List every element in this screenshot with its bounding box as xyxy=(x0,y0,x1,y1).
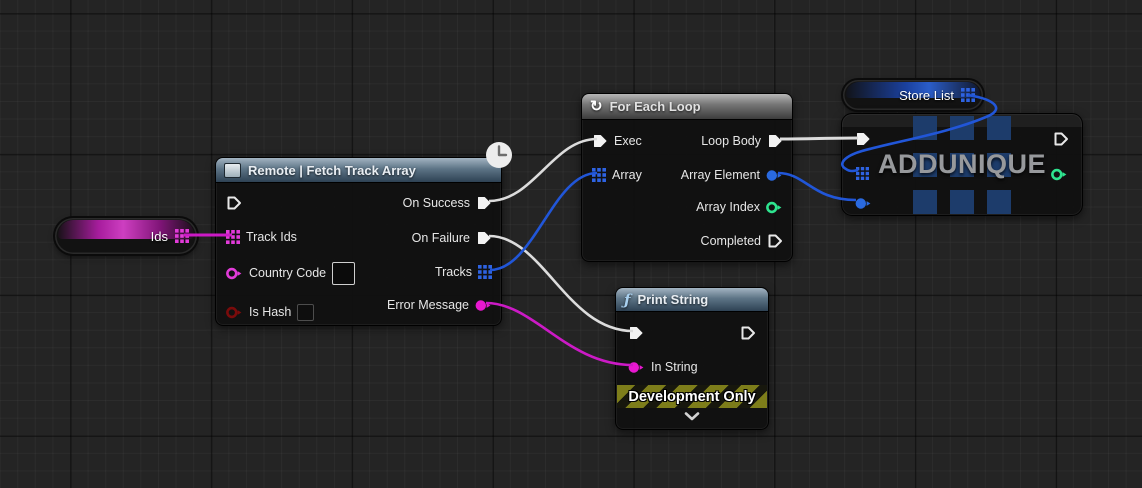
node-print-string[interactable]: ƒ Print String In String Development Onl… xyxy=(615,287,769,430)
store-list-label: Store List xyxy=(899,87,954,103)
addunique-item-pin[interactable] xyxy=(855,197,872,210)
array-index-label: Array Index xyxy=(696,200,760,214)
array-element-pin[interactable] xyxy=(766,169,783,182)
ids-array-output-pin[interactable] xyxy=(175,229,189,243)
addunique-exec-out-row xyxy=(1053,130,1069,148)
addunique-exec-out-pin[interactable] xyxy=(1053,131,1069,147)
fetch-track-ids-row: Track Ids xyxy=(226,228,297,246)
addunique-watermark: ADDUNIQUE xyxy=(877,148,1046,179)
ids-node-label: Ids xyxy=(150,228,168,244)
array-index-int-pin[interactable] xyxy=(766,201,783,214)
latent-clock-icon xyxy=(486,142,512,168)
foreach-array-row: Array xyxy=(592,166,642,184)
foreach-exec-row: Exec xyxy=(592,132,642,150)
print-exec-in-pin[interactable] xyxy=(628,325,644,341)
completed-label: Completed xyxy=(700,234,761,248)
addunique-array-pin[interactable] xyxy=(856,166,869,180)
print-exec-in-row xyxy=(628,324,644,342)
foreach-completed-row: Completed xyxy=(701,232,783,250)
fetch-on-failure-row: On Failure xyxy=(412,229,492,247)
error-message-string-pin[interactable] xyxy=(475,299,492,312)
country-code-string-pin[interactable] xyxy=(226,267,243,280)
print-node-header[interactable]: ƒ Print String xyxy=(616,288,768,312)
array-element-label: Array Element xyxy=(680,168,760,182)
addunique-target-array-row xyxy=(856,164,869,182)
addunique-exec-in-row xyxy=(855,130,871,148)
fetch-exec-in-row xyxy=(226,194,242,212)
foreach-array-element-row: Array Element xyxy=(681,166,783,184)
tracks-label: Tracks xyxy=(434,265,472,279)
store-list-array-output-pin[interactable] xyxy=(961,88,975,102)
addunique-exec-in-pin[interactable] xyxy=(855,131,871,147)
is-hash-label: Is Hash xyxy=(249,305,292,319)
print-exec-out-row xyxy=(740,324,756,342)
foreach-loop-body-row: Loop Body xyxy=(701,132,783,150)
foreach-exec-in-pin[interactable] xyxy=(592,133,608,149)
function-icon: ƒ xyxy=(624,290,631,309)
in-string-pin[interactable] xyxy=(628,361,645,374)
node-ids-variable[interactable]: Ids xyxy=(55,218,197,254)
in-string-label: In String xyxy=(651,360,698,374)
is-hash-bool-pin[interactable] xyxy=(226,306,243,319)
addunique-new-item-row xyxy=(855,194,872,212)
wire-error-to-in-string xyxy=(485,301,634,367)
loop-icon: ↻ xyxy=(590,98,603,115)
async-task-icon xyxy=(224,162,241,178)
error-message-label: Error Message xyxy=(387,298,469,312)
print-in-string-row: In String xyxy=(628,358,698,376)
track-ids-array-pin[interactable] xyxy=(226,230,240,244)
foreach-array-index-row: Array Index xyxy=(696,198,783,216)
node-add-unique[interactable]: ADDUNIQUE xyxy=(841,113,1083,216)
on-success-exec-pin[interactable] xyxy=(476,195,492,211)
fetch-error-message-row: Error Message xyxy=(387,296,492,314)
on-failure-label: On Failure xyxy=(411,231,470,245)
country-code-label: Country Code xyxy=(249,266,327,280)
fetch-node-header[interactable]: Remote | Fetch Track Array xyxy=(216,158,501,183)
foreach-exec-label: Exec xyxy=(614,134,642,148)
fetch-on-success-row: On Success xyxy=(403,194,492,212)
foreach-node-title: For Each Loop xyxy=(609,99,701,114)
node-for-each-loop[interactable]: ↻ For Each Loop Exec Array Loop Body Ar xyxy=(581,93,793,262)
ids-node-accent-band xyxy=(58,220,194,239)
print-node-title: Print String xyxy=(637,292,709,307)
addunique-return-index-row xyxy=(1051,165,1068,183)
exec-in-pin[interactable] xyxy=(226,195,242,211)
track-ids-label: Track Ids xyxy=(246,230,297,244)
development-only-banner: Development Only xyxy=(617,385,767,408)
completed-exec-pin[interactable] xyxy=(767,233,783,249)
is-hash-checkbox[interactable] xyxy=(297,303,315,321)
print-exec-out-pin[interactable] xyxy=(740,325,756,341)
fetch-is-hash-row: Is Hash xyxy=(226,303,315,321)
on-failure-exec-pin[interactable] xyxy=(476,230,492,246)
foreach-array-label: Array xyxy=(612,168,642,182)
foreach-array-pin[interactable] xyxy=(592,168,606,182)
fetch-country-code-row: Country Code xyxy=(226,261,356,285)
development-only-text: Development Only xyxy=(628,388,756,405)
node-remote-fetch-track-array[interactable]: Remote | Fetch Track Array Track Ids Cou… xyxy=(215,157,502,326)
loop-body-exec-pin[interactable] xyxy=(767,133,783,149)
country-code-input[interactable] xyxy=(332,261,356,285)
on-success-label: On Success xyxy=(402,196,470,210)
node-store-list-variable[interactable]: Store List xyxy=(843,80,983,110)
expand-chevron-icon[interactable] xyxy=(684,412,700,421)
tracks-array-pin[interactable] xyxy=(478,265,492,279)
foreach-node-header[interactable]: ↻ For Each Loop xyxy=(582,94,792,120)
addunique-index-pin[interactable] xyxy=(1051,168,1068,181)
fetch-node-title: Remote | Fetch Track Array xyxy=(248,162,416,178)
loop-body-label: Loop Body xyxy=(701,134,761,148)
fetch-tracks-row: Tracks xyxy=(435,263,492,281)
